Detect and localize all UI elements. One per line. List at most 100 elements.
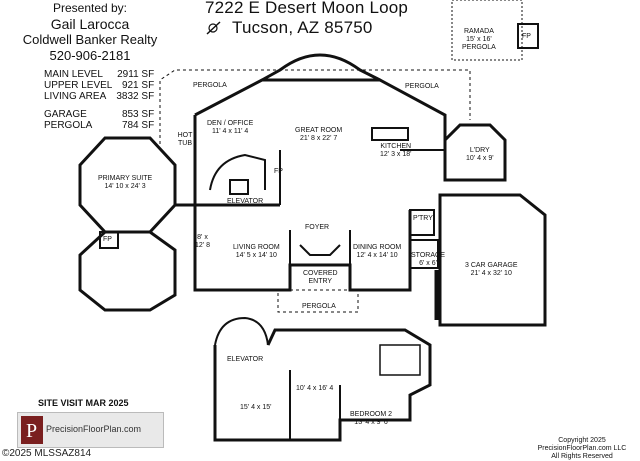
- brand-logo: P PrecisionFloorPlan.com: [17, 412, 164, 448]
- hot-tub-label: HOT TUB: [177, 132, 193, 147]
- svg-text:P: P: [26, 420, 37, 442]
- area-value: 853 SF: [121, 109, 155, 120]
- dining-room-dim: 12' 4 x 14' 10: [356, 252, 398, 259]
- primary-suite-name: PRIMARY SUITE: [98, 175, 153, 182]
- ramada-fireplace: [517, 23, 539, 49]
- great-room-label: GREAT ROOM 21' 8 x 22' 7: [295, 127, 342, 143]
- front-pergola: [277, 289, 359, 313]
- covered-entry-name-2: ENTRY: [308, 278, 333, 285]
- small-room-label: 8' x 12' 8: [195, 234, 210, 250]
- small-room-dim: 12' 8: [195, 242, 210, 249]
- area-value: 921 SF: [121, 80, 155, 91]
- primary-fp-label: FP: [103, 236, 112, 243]
- bedroom-2-name: BEDROOM 2: [350, 411, 393, 418]
- rear-wall: [194, 78, 447, 180]
- small-room-name: 8' x: [197, 234, 208, 241]
- kitchen-label: KITCHEN 12' 3 x 18': [380, 143, 411, 159]
- bedroom-2-dim: 13' 4 x 9' 6: [354, 419, 388, 426]
- area-label: LIVING AREA: [44, 91, 107, 102]
- area-row: LIVING AREA 3832 SF: [42, 91, 156, 102]
- site-visit: SITE VISIT MAR 2025: [38, 398, 129, 408]
- den-dim: 11' 4 x 11' 4: [212, 128, 249, 135]
- ramada-sub: PERGOLA: [462, 44, 496, 51]
- foyer-doors: [299, 244, 341, 256]
- great-room-bay: [261, 53, 381, 82]
- loft-label: 10' 4 x 16' 4: [296, 385, 334, 392]
- primary-fireplace: [99, 231, 119, 249]
- area-label: MAIN LEVEL: [44, 69, 103, 80]
- great-room-name: GREAT ROOM: [295, 127, 343, 134]
- foyer-label: FOYER: [305, 224, 330, 231]
- dining-room-name: DINING ROOM: [353, 244, 402, 251]
- kitchen-island: [371, 127, 409, 141]
- presented-by: Presented by:: [52, 1, 128, 15]
- upper-elevator-label: ELEVATOR: [227, 356, 264, 363]
- living-room-label: LIVING ROOM 14' 5 x 14' 10: [233, 244, 280, 260]
- pergola-left-label: PERGOLA: [193, 82, 227, 89]
- main-elevator: [229, 179, 249, 195]
- living-room-name: LIVING ROOM: [233, 244, 280, 251]
- garage-walls: [438, 193, 547, 327]
- storage-name: STORAGE: [411, 252, 446, 259]
- bedroom-2-label: BEDROOM 2 13' 4 x 9' 6: [350, 411, 392, 427]
- ramada-outline: [451, 0, 523, 61]
- agent-name: Gail Larocca: [50, 16, 130, 32]
- kitchen-dim: 12' 3 x 18': [380, 151, 412, 158]
- main-fp-label: FP: [274, 168, 283, 175]
- primary-bath-walls: [78, 230, 177, 312]
- primary-suite-dim: 14' 10 x 24' 3: [104, 183, 146, 190]
- mls-watermark: ©2025 MLSSAZ814: [2, 448, 92, 459]
- brand-logo-mark: P: [21, 416, 43, 444]
- upper-stair: [214, 316, 269, 346]
- den-name: DEN / OFFICE: [207, 120, 254, 127]
- garage-label: 3 CAR GARAGE 21' 4 x 32' 10: [465, 262, 518, 278]
- compass-icon: [205, 20, 225, 36]
- copyright-line-3: All Rights Reserved: [551, 453, 613, 460]
- storage-label: STORAGE 6' x 6': [411, 252, 445, 268]
- pantry-label: P'TRY: [413, 215, 433, 222]
- kitchen-name: KITCHEN: [380, 143, 412, 150]
- upper-level-walls: [213, 328, 432, 442]
- ramada-fp-label: FP: [522, 33, 531, 40]
- copyright-line-2: PrecisionFloorPlan.com LLC: [537, 445, 627, 452]
- area-value: 2911 SF: [117, 69, 155, 80]
- ramada-dim: 15' x 16': [466, 36, 492, 43]
- area-value: 784 SF: [121, 120, 155, 131]
- laundry-name: L'DRY: [469, 147, 490, 154]
- area-row: PERGOLA 784 SF: [42, 120, 156, 131]
- covered-entry-name: COVERED: [303, 270, 338, 277]
- laundry-dim: 10' 4 x 9': [466, 155, 494, 162]
- den-label: DEN / OFFICE 11' 4 x 11' 4: [207, 120, 253, 136]
- city-address: Tucson, AZ 85750: [232, 18, 373, 37]
- ramada-label: RAMADA 15' x 16' PERGOLA: [462, 28, 496, 52]
- pergola-front-label: PERGOLA: [302, 303, 336, 310]
- copyright-line-1: Copyright 2025: [558, 437, 606, 444]
- great-room-dim: 21' 8 x 22' 7: [299, 135, 338, 142]
- garage-name: 3 CAR GARAGE: [465, 262, 518, 269]
- pergola-right-label: PERGOLA: [405, 83, 439, 90]
- main-stair: [209, 153, 266, 191]
- laundry-walls: [443, 123, 507, 182]
- brokerage: Coldwell Banker Realty: [22, 32, 158, 47]
- dining-room-label: DINING ROOM 12' 4 x 14' 10: [353, 244, 401, 260]
- storage-dim: 6' x 6': [419, 260, 437, 267]
- upper-room-label: 15' 4 x 15': [240, 404, 272, 411]
- area-value: 3832 SF: [116, 91, 155, 102]
- brand-name: PrecisionFloorPlan.com: [46, 424, 142, 434]
- main-elevator-label: ELEVATOR: [227, 198, 264, 205]
- storage-walls: [409, 239, 439, 269]
- agent-block: Presented by: Gail Larocca Coldwell Bank…: [20, 0, 160, 64]
- agent-phone: 520-906-2181: [49, 48, 131, 63]
- primary-suite-label: PRIMARY SUITE 14' 10 x 24' 3: [98, 175, 152, 191]
- laundry-label: L'DRY 10' 4 x 9': [466, 147, 494, 163]
- upper-bath: [379, 344, 421, 376]
- area-label: PERGOLA: [44, 120, 93, 131]
- pantry-walls: [409, 209, 435, 236]
- street-address: 7222 E Desert Moon Loop: [205, 0, 409, 17]
- ramada-name: RAMADA: [463, 28, 494, 35]
- garage-dim: 21' 4 x 32' 10: [470, 270, 512, 277]
